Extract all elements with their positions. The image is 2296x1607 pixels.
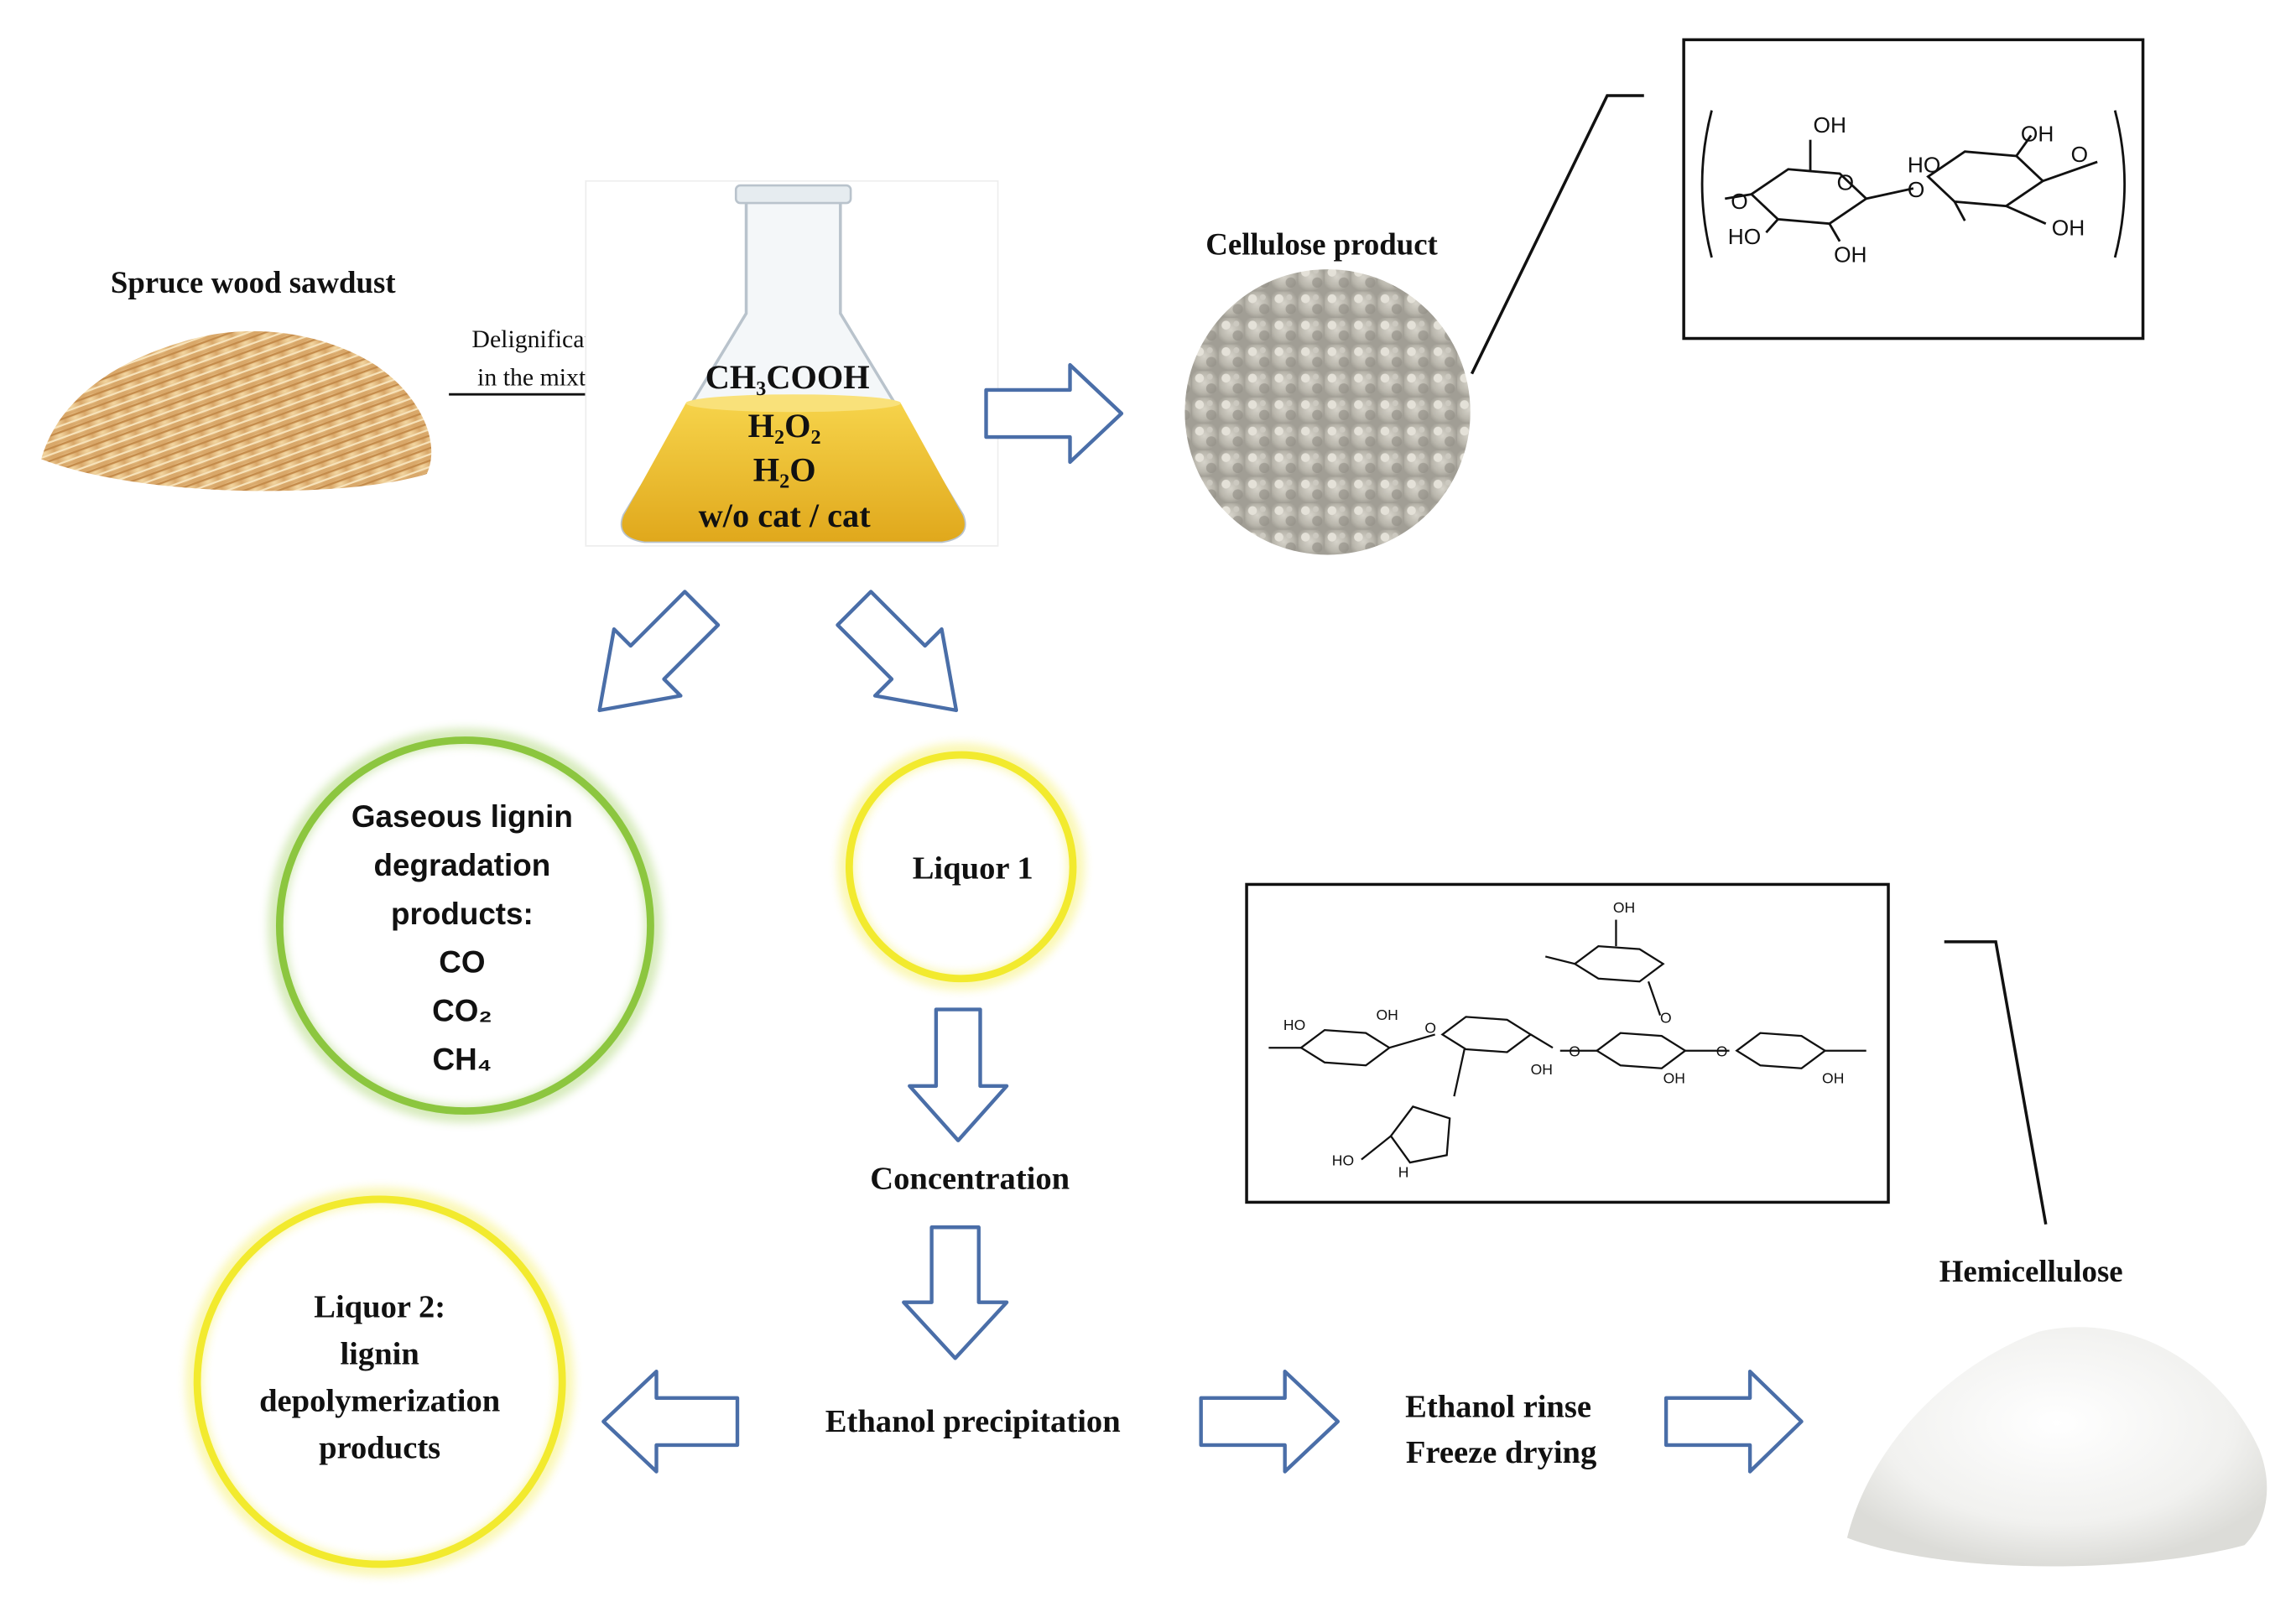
flask-reagent-2: H₂O₂ bbox=[748, 407, 821, 445]
atom-label: OH bbox=[1376, 1006, 1398, 1023]
atom-label: H bbox=[1398, 1164, 1409, 1181]
ethanol-rinse-label: Ethanol rinse bbox=[1405, 1390, 1591, 1425]
freeze-drying-label: Freeze drying bbox=[1406, 1435, 1596, 1470]
atom-label: O bbox=[1424, 1020, 1436, 1037]
atom-label: OH bbox=[1814, 112, 1846, 138]
reaction-flask: CH₃COOH H₂O₂ H₂O w/o cat / cat bbox=[585, 179, 999, 547]
arrow-down-icon bbox=[908, 1007, 1009, 1142]
liquor2-node: Liquor 2: lignin depolymerization produc… bbox=[185, 1187, 575, 1577]
liquor1-label: Liquor 1 bbox=[913, 850, 1033, 886]
hemicellulose-structure-box bbox=[1245, 882, 1890, 1204]
atom-label: HO bbox=[1908, 152, 1940, 177]
arrow-down-left-icon bbox=[597, 590, 721, 713]
gaseous-line-3: products: bbox=[391, 897, 534, 931]
atom-label: OH bbox=[1531, 1061, 1553, 1078]
atom-label: O bbox=[1908, 177, 1924, 202]
atom-label: HO bbox=[1728, 224, 1761, 249]
atom-label: OH bbox=[1822, 1069, 1844, 1086]
liquor1-node: Liquor 1 bbox=[837, 743, 1086, 991]
atom-label: O bbox=[1837, 169, 1854, 195]
hemicellulose-atom-labels: OH OH HO OH O O O OH OH HO H O bbox=[1283, 899, 1844, 1181]
gaseous-products-node: Gaseous lignin degradation products: CO … bbox=[268, 728, 663, 1123]
gaseous-line-1: Gaseous lignin bbox=[351, 799, 573, 834]
liquor2-line-4: products bbox=[319, 1431, 440, 1466]
atom-label: O bbox=[1716, 1043, 1728, 1060]
cellulose-group: Cellulose product OH HO OH OH O O bbox=[1184, 38, 2145, 555]
flask-reagent-3: H₂O bbox=[753, 451, 816, 489]
arrow-left-icon bbox=[601, 1370, 740, 1474]
liquor2-line-2: lignin bbox=[340, 1336, 419, 1371]
gaseous-line-6: CH₄ bbox=[433, 1043, 492, 1077]
sawdust-label: Spruce wood sawdust bbox=[111, 265, 396, 299]
cellulose-atom-labels: OH HO OH OH O O O O HO OH bbox=[1728, 112, 2088, 267]
gaseous-line-2: degradation bbox=[374, 848, 551, 882]
arrow-right-icon bbox=[984, 362, 1124, 465]
atom-label: O bbox=[2071, 142, 2088, 167]
cellulose-connector bbox=[1470, 94, 1644, 375]
flask-reagent-4: w/o cat / cat bbox=[699, 497, 872, 534]
cellulose-label: Cellulose product bbox=[1205, 227, 1438, 262]
hemicellulose-powder-image bbox=[1846, 1327, 2267, 1567]
atom-label: OH bbox=[1613, 899, 1635, 916]
liquor2-line-3: depolymerization bbox=[259, 1384, 500, 1419]
atom-label: O bbox=[1660, 1009, 1672, 1026]
atom-label: OH bbox=[2052, 216, 2085, 241]
concentration-label: Concentration bbox=[870, 1162, 1070, 1197]
sawdust-group: Spruce wood sawdust bbox=[41, 265, 432, 491]
sawdust-image bbox=[41, 330, 432, 491]
arrow-right-icon bbox=[1663, 1370, 1804, 1474]
atom-label: HO bbox=[1283, 1017, 1305, 1033]
gaseous-line-4: CO bbox=[439, 945, 485, 980]
atom-label: HO bbox=[1332, 1152, 1354, 1169]
cellulose-structure bbox=[1700, 110, 2127, 258]
cellulose-image bbox=[1184, 269, 1471, 555]
ethanol-precipitation-label: Ethanol precipitation bbox=[825, 1404, 1121, 1439]
atom-label: O bbox=[1731, 189, 1747, 214]
flask-reagent-1: CH₃COOH bbox=[705, 358, 870, 396]
hemicellulose-label: Hemicellulose bbox=[1939, 1254, 2123, 1288]
gaseous-line-5: CO₂ bbox=[432, 994, 492, 1028]
atom-label: O bbox=[1569, 1043, 1580, 1060]
hemicellulose-group: Hemicellulose OH OH HO OH bbox=[1245, 882, 2267, 1567]
arrow-right-icon bbox=[1199, 1370, 1341, 1474]
atom-label: OH bbox=[2021, 121, 2054, 146]
atom-label: OH bbox=[1663, 1069, 1685, 1086]
atom-label: OH bbox=[1834, 242, 1866, 267]
arrow-down-icon bbox=[902, 1225, 1009, 1360]
hemicellulose-connector bbox=[1944, 940, 2048, 1225]
hemicellulose-structure bbox=[1268, 919, 1866, 1164]
arrow-down-right-icon bbox=[836, 590, 959, 713]
liquor2-line-1: Liquor 2: bbox=[314, 1289, 445, 1324]
